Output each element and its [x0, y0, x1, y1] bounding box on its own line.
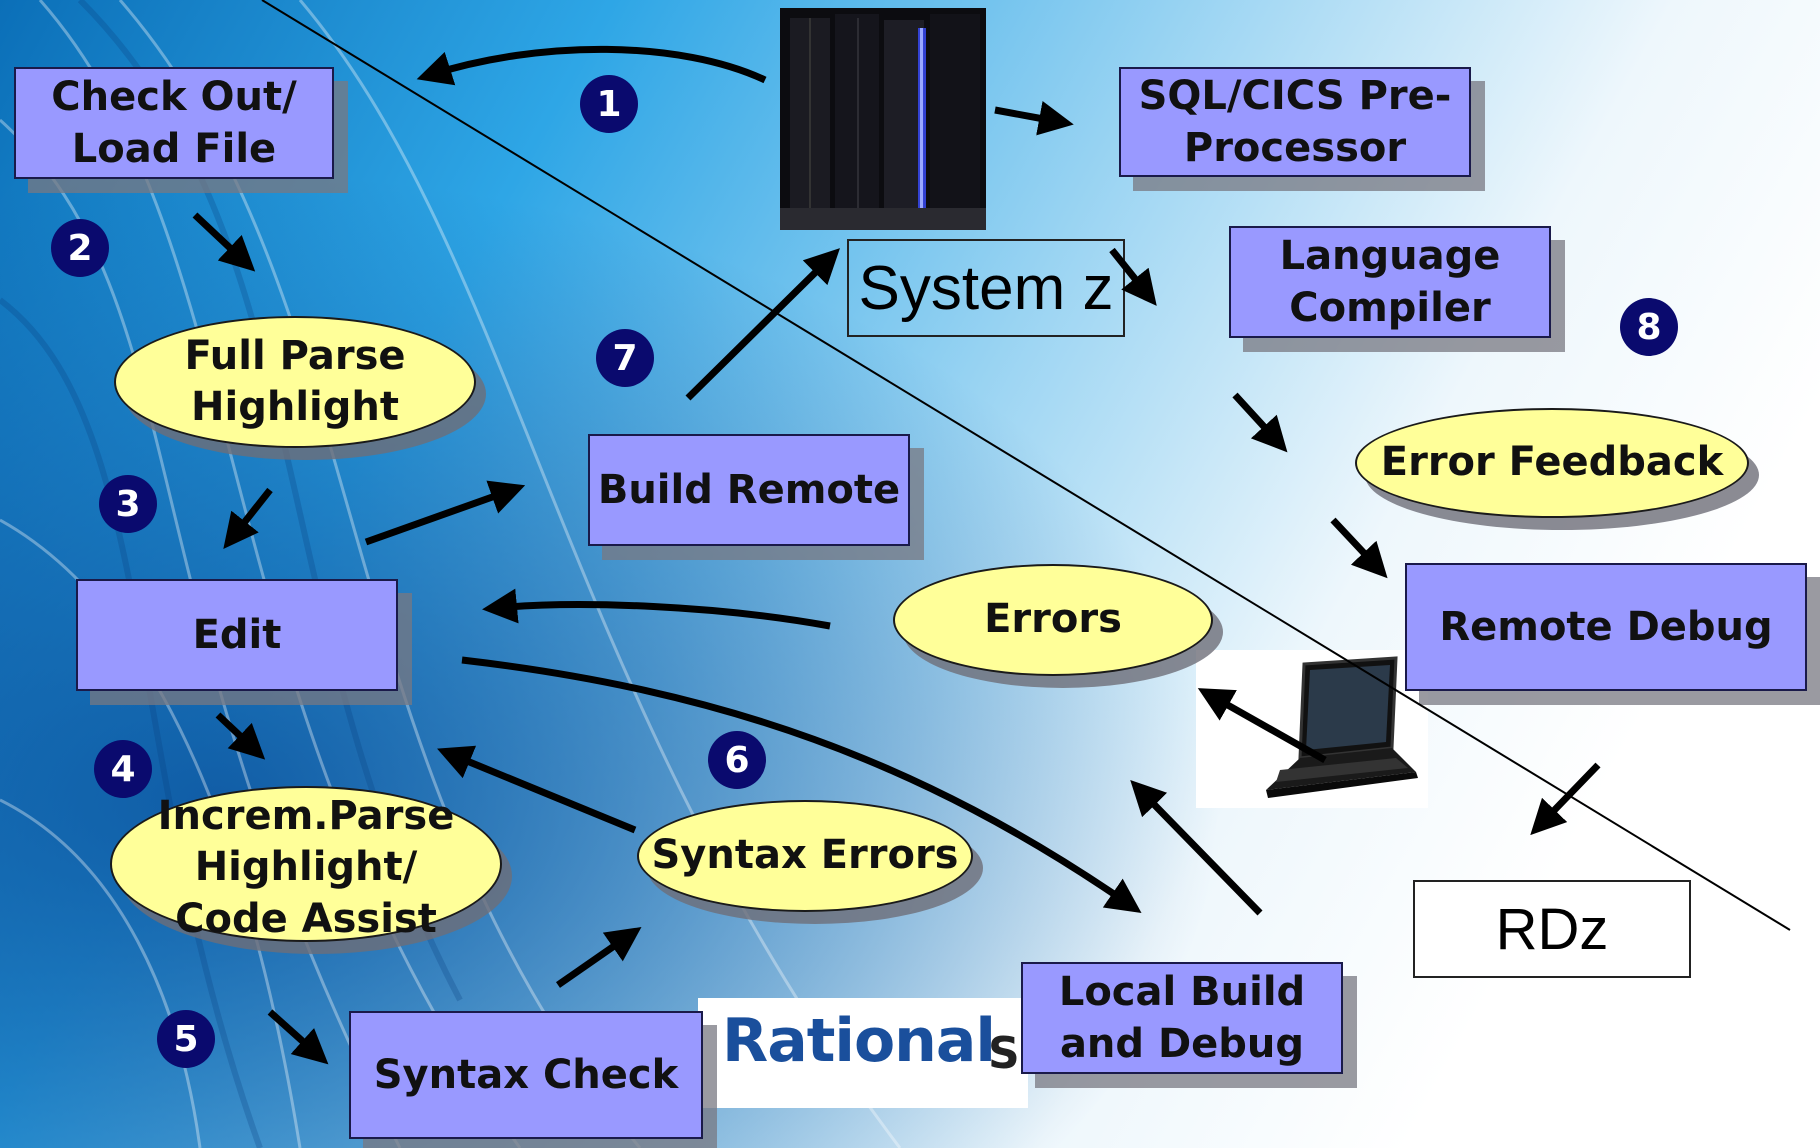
step-3-badge: 3	[99, 475, 157, 533]
laptop-image	[1196, 650, 1428, 808]
syntax-check-box: Syntax Check	[349, 1011, 703, 1139]
step-1-badge: 1	[580, 75, 638, 133]
step-4-badge: 4	[94, 740, 152, 798]
system-z-label: System z	[847, 239, 1125, 337]
full-parse-highlight-oval: Full Parse Highlight	[114, 316, 476, 448]
syntax-errors-oval: Syntax Errors	[637, 800, 973, 912]
local-build-debug-box: Local Build and Debug	[1021, 962, 1343, 1074]
rational-logo-text: Rational	[722, 1006, 996, 1076]
build-remote-box: Build Remote	[588, 434, 910, 546]
sql-cics-preprocessor-box: SQL/CICS Pre- Processor	[1119, 67, 1471, 177]
rdz-label: RDz	[1413, 880, 1691, 978]
error-feedback-oval: Error Feedback	[1355, 408, 1749, 518]
step-5-badge: 5	[157, 1010, 215, 1068]
edit-box: Edit	[76, 579, 398, 691]
language-compiler-box: Language Compiler	[1229, 226, 1551, 338]
rational-logo-suffix: S	[988, 1028, 1020, 1079]
errors-oval: Errors	[893, 564, 1213, 676]
step-2-badge: 2	[51, 219, 109, 277]
step-8-badge: 8	[1620, 298, 1678, 356]
step-7-badge: 7	[596, 329, 654, 387]
increm-parse-oval: Increm.Parse Highlight/ Code Assist	[110, 786, 502, 942]
checkout-load-file-box: Check Out/ Load File	[14, 67, 334, 179]
rational-logo: Rational S	[698, 998, 1028, 1108]
mainframe-server-image	[780, 8, 986, 230]
remote-debug-box: Remote Debug	[1405, 563, 1807, 691]
step-6-badge: 6	[708, 731, 766, 789]
